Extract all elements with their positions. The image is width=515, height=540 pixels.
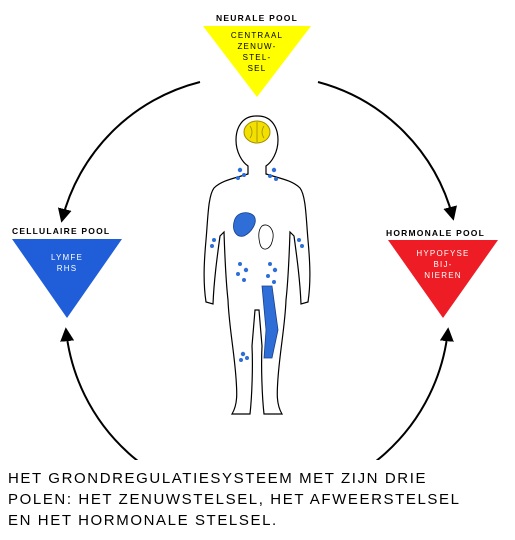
neural-pool-line-1: CENTRAAL bbox=[231, 31, 283, 40]
cellular-pool-line-1: LYMFE bbox=[51, 253, 83, 262]
caption-line-3: EN HET HORMONALE STELSEL. bbox=[8, 510, 513, 531]
body-outline bbox=[204, 116, 310, 414]
hormonal-pool-title: HORMONALE POOL bbox=[386, 228, 485, 238]
hormonal-pool-line-3: NIEREN bbox=[424, 271, 461, 280]
neural-pool-line-3: STEL- bbox=[243, 53, 272, 62]
figure-caption: HET GRONDREGULATIESYSTEEM MET ZIJN DRIE … bbox=[8, 468, 513, 531]
cellular-pool-line-2: RHS bbox=[57, 264, 78, 273]
arrow-neural-to-cellular bbox=[62, 82, 200, 220]
arrow-neural-to-hormonal bbox=[318, 82, 453, 218]
cellular-triangle bbox=[12, 239, 122, 318]
cellular-pool: CELLULAIRE POOL LYMFE RHS bbox=[12, 226, 122, 318]
human-figure-icon bbox=[204, 116, 310, 414]
neural-pool-line-2: ZENUW- bbox=[237, 42, 276, 51]
arrow-cellular-to-hormonal bbox=[66, 330, 448, 460]
neural-pool-title: NEURALE POOL bbox=[216, 13, 298, 23]
hormonal-pool: HORMONALE POOL HYPOFYSE BIJ- NIEREN bbox=[386, 228, 498, 318]
caption-line-2: POLEN: HET ZENUWSTELSEL, HET AFWEERSTELS… bbox=[8, 489, 513, 510]
kidney-organ bbox=[259, 225, 273, 249]
caption-line-1: HET GRONDREGULATIESYSTEEM MET ZIJN DRIE bbox=[8, 468, 513, 489]
neural-pool-line-4: SEL bbox=[248, 64, 267, 73]
neural-pool: NEURALE POOL CENTRAAL ZENUW- STEL- SEL bbox=[203, 13, 311, 97]
hormonal-pool-line-2: BIJ- bbox=[433, 260, 452, 269]
hormonal-pool-line-1: HYPOFYSE bbox=[416, 249, 469, 258]
cellular-pool-title: CELLULAIRE POOL bbox=[12, 226, 110, 236]
grondregulatie-diagram: NEURALE POOL CENTRAAL ZENUW- STEL- SEL C… bbox=[0, 0, 515, 460]
